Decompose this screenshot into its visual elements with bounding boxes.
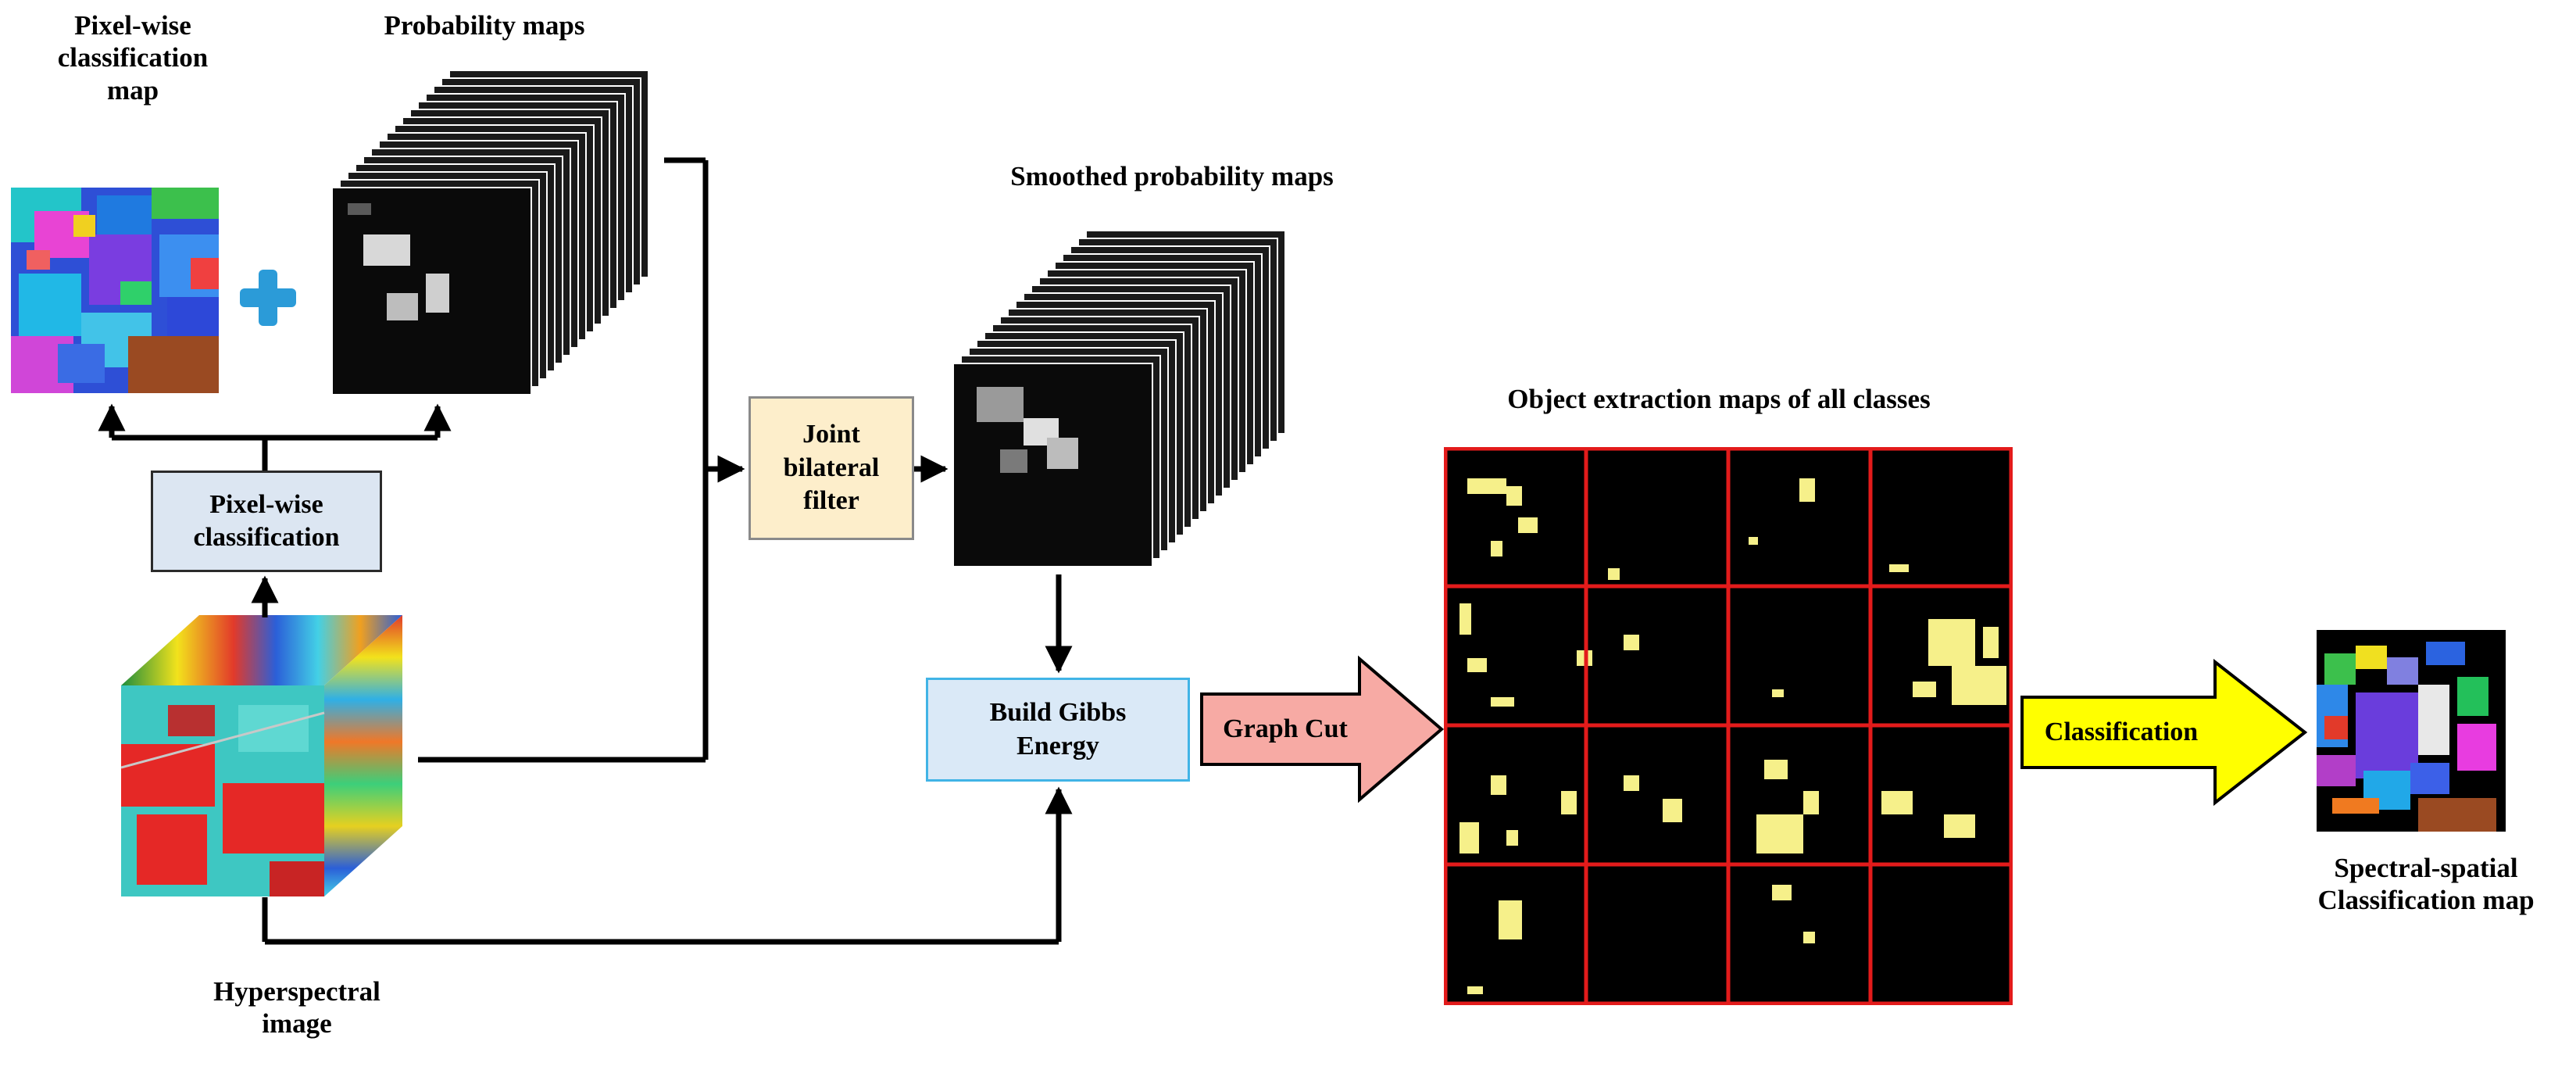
hyperspectral-label: Hyperspectral image	[213, 976, 381, 1040]
probability-maps-label: Probability maps	[384, 10, 585, 41]
pixelwise-classification-box: Pixel-wise classification	[151, 471, 382, 572]
graph-cut-arrow	[1200, 655, 1445, 803]
spectral-spatial-label: Spectral-spatial Classification map	[2317, 853, 2535, 916]
hyperspectral-cube	[121, 615, 402, 896]
smoothed-maps-stack	[952, 230, 1286, 567]
spectral-spatial-map	[2317, 630, 2506, 832]
build-gibbs-energy-box: Build Gibbs Energy	[926, 678, 1190, 782]
graph-cut-label: Graph Cut	[1223, 714, 1348, 743]
pixelwise-classification-map	[11, 188, 219, 393]
probability-maps-stack	[331, 70, 649, 395]
pixelwise-map-label: Pixel-wise classification map	[57, 10, 209, 106]
object-maps-label: Object extraction maps of all classes	[1507, 384, 1931, 414]
classification-label: Classification	[2044, 717, 2199, 746]
classification-arrow	[2020, 658, 2308, 807]
object-extraction-grid	[1444, 447, 2013, 1005]
plus-icon	[240, 270, 296, 326]
smoothed-maps-label: Smoothed probability maps	[1010, 161, 1334, 191]
joint-bilateral-filter-box: Joint bilateral filter	[749, 396, 914, 540]
